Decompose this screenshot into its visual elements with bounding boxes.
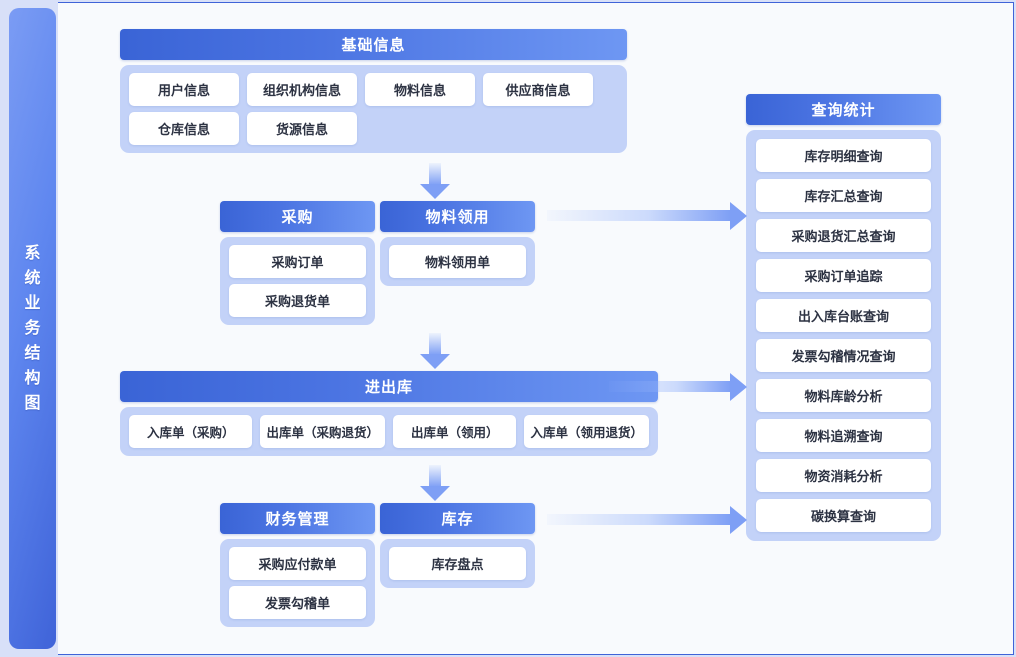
card-org-info[interactable]: 组织机构信息 — [247, 73, 357, 106]
group-body-finance: 采购应付款单 发票勾稽单 — [220, 539, 375, 627]
card-invoice-reconciliation-query[interactable]: 发票勾稽情况查询 — [756, 339, 931, 372]
group-basic-info: 基础信息 用户信息 组织机构信息 物料信息 供应商信息 仓库信息 货源信息 — [120, 29, 627, 153]
card-material-trace-query[interactable]: 物料追溯查询 — [756, 419, 931, 452]
arrow-shaft — [609, 381, 731, 392]
group-header-inbound-outbound: 进出库 — [120, 371, 658, 402]
card-material-consumption-analysis[interactable]: 物资消耗分析 — [756, 459, 931, 492]
card-inbound-requisition-return[interactable]: 入库单（领用退货） — [524, 415, 649, 448]
card-outbound-requisition[interactable]: 出库单（领用） — [393, 415, 517, 448]
card-material-requisition-form[interactable]: 物料领用单 — [389, 245, 526, 278]
arrow-shaft — [429, 163, 441, 185]
arrow-shaft — [429, 465, 441, 487]
group-header-basic-info: 基础信息 — [120, 29, 627, 60]
card-warehouse-info[interactable]: 仓库信息 — [129, 112, 239, 145]
card-purchase-order-tracking[interactable]: 采购订单追踪 — [756, 259, 931, 292]
group-finance: 财务管理 采购应付款单 发票勾稽单 — [220, 503, 375, 627]
group-purchase: 采购 采购订单 采购退货单 — [220, 201, 375, 325]
group-body-basic-info: 用户信息 组织机构信息 物料信息 供应商信息 仓库信息 货源信息 — [120, 65, 627, 153]
arrow-head — [420, 354, 450, 369]
vertical-title-bar: 系统业务结构图 — [9, 8, 56, 649]
group-inventory: 库存 库存盘点 — [380, 503, 535, 588]
card-invoice-reconciliation[interactable]: 发票勾稽单 — [229, 586, 366, 619]
card-outbound-purchase-return[interactable]: 出库单（采购退货） — [260, 415, 385, 448]
group-header-material-requisition: 物料领用 — [380, 201, 535, 232]
card-user-info[interactable]: 用户信息 — [129, 73, 239, 106]
card-inout-ledger-query[interactable]: 出入库台账查询 — [756, 299, 931, 332]
group-body-query-statistics: 库存明细查询 库存汇总查询 采购退货汇总查询 采购订单追踪 出入库台账查询 发票… — [746, 130, 941, 541]
card-material-info[interactable]: 物料信息 — [365, 73, 475, 106]
arrow-head — [420, 486, 450, 501]
card-purchase-return-summary-query[interactable]: 采购退货汇总查询 — [756, 219, 931, 252]
arrow-down-inout-to-finance — [420, 465, 450, 501]
group-header-purchase: 采购 — [220, 201, 375, 232]
arrow-shaft — [547, 514, 731, 525]
card-inbound-purchase[interactable]: 入库单（采购） — [129, 415, 253, 448]
group-header-query-statistics: 查询统计 — [746, 94, 941, 125]
arrow-head — [730, 373, 747, 401]
group-body-purchase: 采购订单 采购退货单 — [220, 237, 375, 325]
card-material-age-analysis[interactable]: 物料库龄分析 — [756, 379, 931, 412]
card-carbon-conversion-query[interactable]: 碳换算查询 — [756, 499, 931, 532]
arrow-head — [730, 506, 747, 534]
card-inventory-count[interactable]: 库存盘点 — [389, 547, 526, 580]
card-inventory-detail-query[interactable]: 库存明细查询 — [756, 139, 931, 172]
group-body-inventory: 库存盘点 — [380, 539, 535, 588]
card-purchase-order[interactable]: 采购订单 — [229, 245, 366, 278]
arrow-shaft — [547, 210, 731, 221]
card-purchase-return[interactable]: 采购退货单 — [229, 284, 366, 317]
arrow-down-purchase-to-inout — [420, 333, 450, 369]
arrow-right-finance-to-query — [547, 506, 747, 534]
group-query-statistics: 查询统计 库存明细查询 库存汇总查询 采购退货汇总查询 采购订单追踪 出入库台账… — [746, 94, 941, 541]
diagram-title: 系统业务结构图 — [24, 245, 41, 412]
card-source-info[interactable]: 货源信息 — [247, 112, 357, 145]
arrow-head — [730, 202, 747, 230]
arrow-shaft — [429, 333, 441, 355]
arrow-head — [420, 184, 450, 199]
card-inventory-summary-query[interactable]: 库存汇总查询 — [756, 179, 931, 212]
arrow-down-basic-to-purchase — [420, 163, 450, 199]
group-body-material-requisition: 物料领用单 — [380, 237, 535, 286]
arrow-right-purchase-to-query — [547, 202, 747, 230]
group-material-requisition: 物料领用 物料领用单 — [380, 201, 535, 286]
group-header-inventory: 库存 — [380, 503, 535, 534]
group-body-inbound-outbound: 入库单（采购） 出库单（采购退货） 出库单（领用） 入库单（领用退货） — [120, 407, 658, 456]
card-supplier-info[interactable]: 供应商信息 — [483, 73, 593, 106]
group-inbound-outbound: 进出库 入库单（采购） 出库单（采购退货） 出库单（领用） 入库单（领用退货） — [120, 371, 658, 456]
card-purchase-payable[interactable]: 采购应付款单 — [229, 547, 366, 580]
arrow-right-inout-to-query — [609, 373, 747, 401]
group-header-finance: 财务管理 — [220, 503, 375, 534]
diagram-canvas: 基础信息 用户信息 组织机构信息 物料信息 供应商信息 仓库信息 货源信息 采购… — [58, 2, 1014, 655]
